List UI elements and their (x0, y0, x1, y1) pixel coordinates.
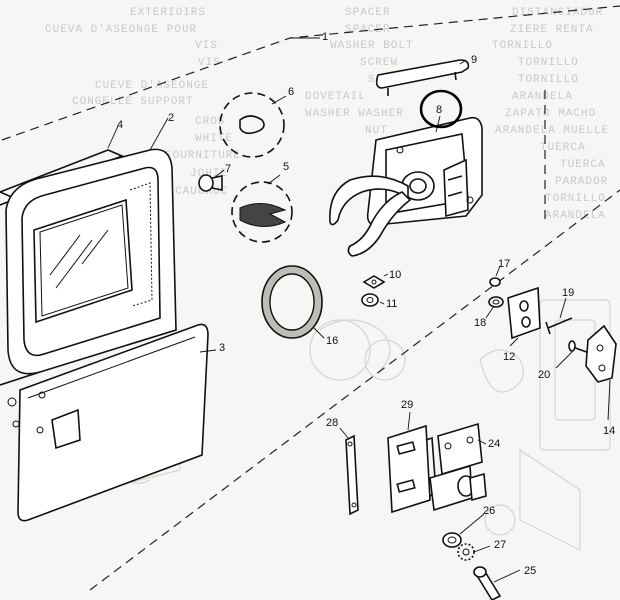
callout-label-11: 11 (386, 298, 397, 310)
callout-label-17: 17 (498, 258, 510, 270)
bolt-part-25 (473, 566, 502, 600)
callout-label-1: 1 (322, 31, 328, 43)
door-panel-part-3 (7, 323, 209, 522)
callout-label-7: 7 (225, 163, 231, 175)
callout-label-24: 24 (488, 438, 500, 450)
callout-label-8: 8 (436, 104, 442, 116)
callout-label-14: 14 (603, 425, 615, 437)
leader-lines (107, 37, 611, 583)
ghost-text-line: ARANDELA (512, 91, 573, 103)
ghost-text-line: TUERCA (560, 159, 606, 171)
callout-label-26: 26 (483, 505, 495, 517)
background-text-right: DISTANCIADOR ZIERE RENTA TORNILLO TORNIL… (492, 7, 609, 222)
ghost-text-line: CUEVE D'ASEONGE (95, 80, 209, 92)
callout-label-20: 20 (538, 369, 550, 381)
ghost-text-line: CONGELLE SUPPORT (72, 96, 194, 108)
lock-washer-part-27 (457, 543, 475, 561)
ghost-text-line: WASHER WASHER (305, 108, 404, 120)
ghost-text-line: SCREW (360, 57, 398, 69)
ghost-text-line: ZAPATO MACHO (505, 108, 596, 120)
callout-label-5: 5 (283, 161, 289, 173)
ghost-text-line: CROS (195, 116, 225, 128)
ghost-text-line: WHITE (195, 133, 233, 145)
window-frame-part-2 (0, 148, 177, 386)
interior-handle-assembly (329, 116, 483, 257)
callout-label-2: 2 (168, 112, 174, 124)
ghost-text-line: ZIERE RENTA (510, 24, 594, 36)
callout-label-27: 27 (494, 539, 506, 551)
nut-part-26 (442, 532, 462, 548)
callout-label-3: 3 (219, 342, 225, 354)
handle-bar-part-9 (375, 59, 470, 96)
ghost-text-line: TORNILLO (492, 40, 553, 52)
sponge-clip-part-6 (219, 92, 285, 158)
highlight-ring-part-8 (419, 89, 463, 129)
ghost-text-line: ARANDELA (545, 210, 606, 222)
washer-part-10 (362, 275, 386, 289)
ghost-text-line: TORNILLO (518, 74, 579, 86)
ghost-text-line: TORNILLO (518, 57, 579, 69)
ghost-text-line: PARADOR (555, 176, 608, 188)
ghost-text-line: WASHER BOLT (330, 40, 414, 52)
washer-part-17 (489, 277, 501, 287)
latch-mechanism-part-24 (429, 422, 487, 512)
callout-label-4: 4 (117, 119, 123, 131)
ghost-text-line: TUERCA (540, 142, 586, 154)
nut-part-11 (361, 293, 379, 307)
ghost-text-line: VIS (195, 40, 218, 52)
screw-part-19 (545, 317, 573, 335)
ghost-text-line: CUEVA D'ASEONGE POUR (45, 24, 197, 36)
lock-plate-part-29 (387, 424, 437, 514)
callout-label-29: 29 (401, 399, 413, 411)
bracket-part-14 (585, 324, 617, 383)
ghost-text-line: ARANDELA MUELLE (495, 125, 609, 137)
rubber-ring-part-16 (261, 265, 323, 339)
clip-part-5 (231, 181, 293, 243)
striker-plate-part-12 (507, 286, 541, 340)
ghost-text-line: TORNILLO (545, 193, 606, 205)
callout-label-6: 6 (288, 86, 294, 98)
rod-part-28 (345, 434, 359, 516)
callout-label-25: 25 (524, 565, 536, 577)
callout-label-28: 28 (326, 417, 338, 429)
callout-label-12: 12 (503, 351, 515, 363)
callout-labels: 1 2 3 4 5 6 7 8 9 10 11 12 14 16 17 18 1… (117, 31, 615, 577)
ghost-text-line: EXTERIOIRS (130, 7, 206, 19)
callout-label-16: 16 (326, 335, 338, 347)
ghost-text-line: VIS (198, 57, 221, 69)
ghost-text-line: DOVETAIL (305, 91, 366, 103)
ghost-text-line: NUT (365, 125, 388, 137)
callout-label-18: 18 (474, 317, 486, 329)
callout-label-10: 10 (389, 269, 401, 281)
ghost-text-line: SPACER (345, 7, 391, 19)
grommet-part-7 (198, 174, 223, 192)
ghost-text-line: DISTANCIADOR (512, 7, 603, 19)
washer-part-18 (488, 296, 504, 308)
callout-label-9: 9 (471, 54, 477, 66)
ghost-text-line: FOURNITURE (165, 150, 241, 162)
background-text: EXTERIOIRS CUEVA D'ASEONGE POUR VIS VIS … (45, 7, 611, 551)
callout-label-19: 19 (562, 287, 574, 299)
